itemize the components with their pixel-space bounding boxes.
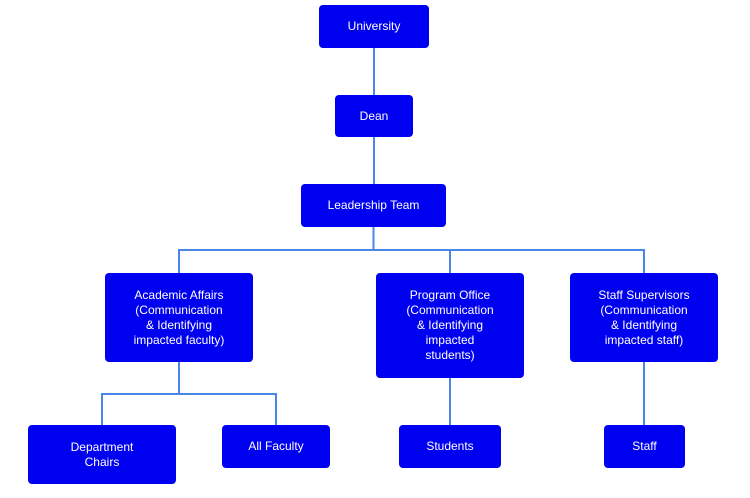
- node-program-office[interactable]: Program Office (Communication & Identify…: [376, 273, 524, 378]
- node-department-chairs[interactable]: Department Chairs: [28, 425, 176, 484]
- node-university[interactable]: University: [319, 5, 429, 48]
- node-staff-supervisors[interactable]: Staff Supervisors (Communication & Ident…: [570, 273, 718, 362]
- node-all-faculty[interactable]: All Faculty: [222, 425, 330, 468]
- connector-leadership: [178, 227, 645, 273]
- node-staff[interactable]: Staff: [604, 425, 685, 468]
- connector-academic: [101, 362, 277, 425]
- node-leadership-team[interactable]: Leadership Team: [301, 184, 446, 227]
- node-students[interactable]: Students: [399, 425, 501, 468]
- node-academic-affairs[interactable]: Academic Affairs (Communication & Identi…: [105, 273, 253, 362]
- node-dean[interactable]: Dean: [335, 95, 413, 137]
